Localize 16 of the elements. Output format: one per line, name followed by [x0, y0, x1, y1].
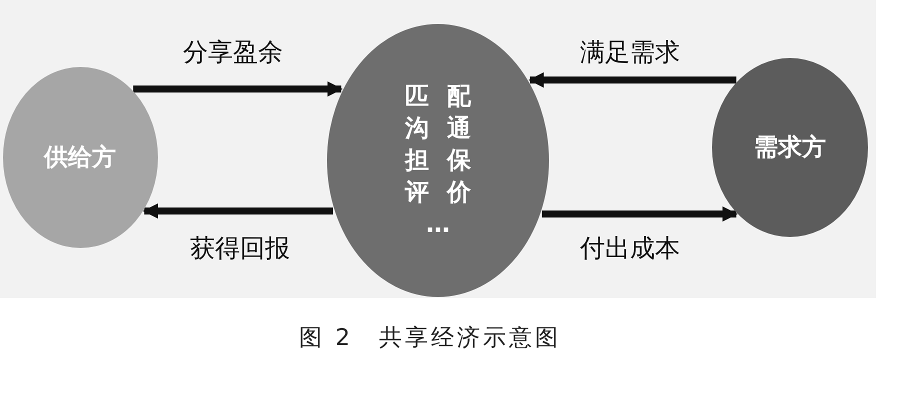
node-text: 需求方 [754, 132, 826, 163]
node-text: … [426, 209, 468, 240]
edge-label: 分享盈余 [183, 36, 283, 68]
arrow [542, 206, 738, 222]
caption: 图 2 共享经济示意图 [298, 324, 562, 353]
node-text: 担保 [405, 145, 489, 176]
arrow [142, 203, 334, 219]
edge-label: 满足需求 [580, 36, 680, 68]
node-text: 沟通 [405, 113, 489, 144]
node-text: 评价 [405, 177, 489, 208]
node-text: 供给方 [44, 142, 116, 173]
edge-label: 获得回报 [190, 232, 290, 264]
arrow [133, 81, 343, 97]
node-text: 匹配 [405, 81, 489, 112]
edge-label: 付出成本 [580, 232, 680, 264]
arrow [528, 72, 736, 88]
